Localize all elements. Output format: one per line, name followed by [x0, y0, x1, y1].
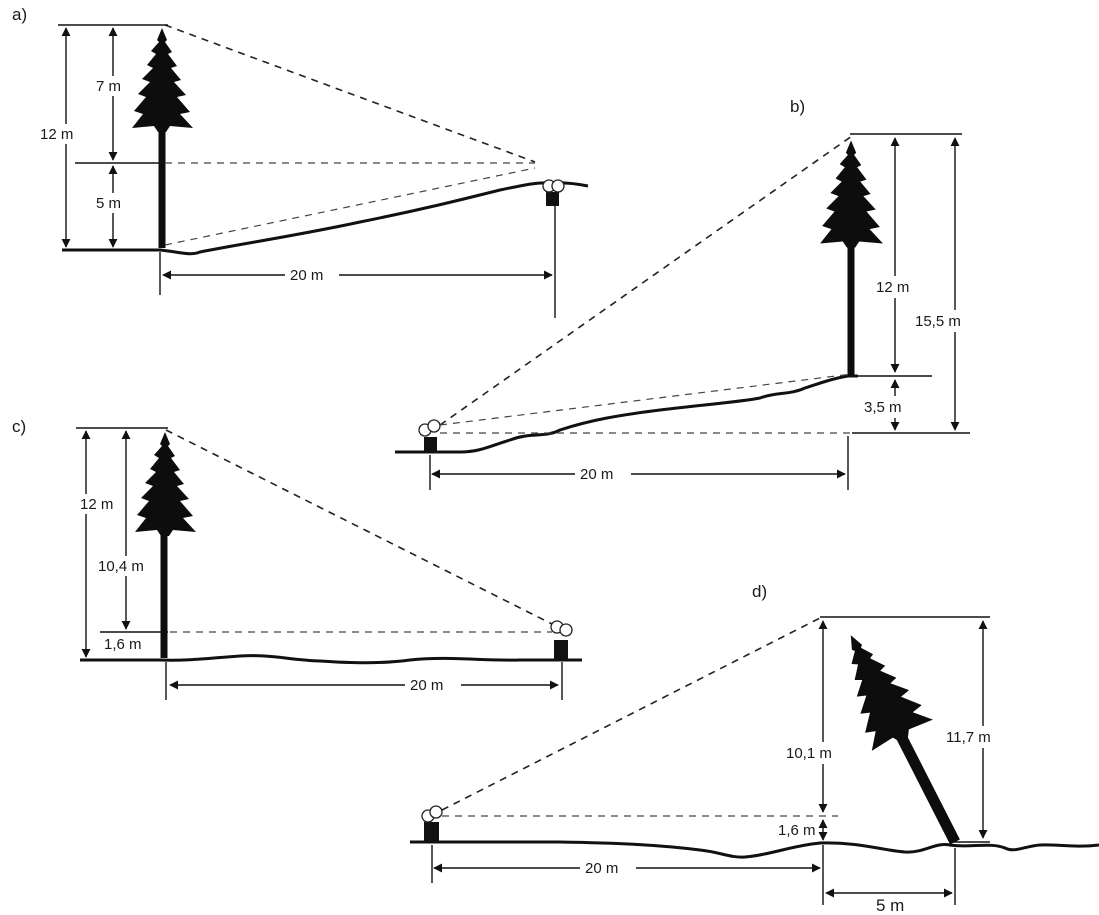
panel-b-distance-label: 20 m: [580, 466, 613, 483]
panel-c: c) 12 m 10,4 m 1,6 m: [12, 417, 582, 700]
panel-b-ground: [395, 374, 858, 454]
panel-b-label: b): [790, 97, 805, 116]
panel-d: d) 10,1 m 1,6 m: [410, 582, 1099, 915]
panel-a-total-height-label: 12 m: [40, 126, 73, 143]
panel-d-ground: [410, 840, 1099, 859]
panel-a-distance-label: 20 m: [290, 267, 323, 284]
panel-c-label: c): [12, 417, 26, 436]
panel-d-label: d): [752, 582, 767, 601]
panel-a-upper-height-label: 7 m: [96, 78, 121, 95]
panel-d-lower-height-label: 1,6 m: [778, 822, 816, 839]
panel-b-upper-height-label: 12 m: [876, 279, 909, 296]
panel-c-instrument-icon: [550, 620, 573, 700]
panel-b-lower-height-label: 3,5 m: [864, 399, 902, 416]
panel-a-sight-line-top: [164, 24, 536, 163]
panel-d-upper-height-label: 10,1 m: [786, 745, 832, 762]
panel-c-distance-label: 20 m: [410, 677, 443, 694]
panel-c-total-height-label: 12 m: [80, 496, 113, 513]
panel-b-total-height-label: 15,5 m: [915, 313, 961, 330]
panel-a-instrument-icon: [542, 179, 565, 318]
panel-d-tree-icon: [820, 619, 960, 845]
panel-b-tree-icon: [820, 140, 883, 376]
panel-a: a) 12 m 7 m 5: [12, 5, 589, 318]
panel-c-upper-height-label: 10,4 m: [98, 558, 144, 575]
panel-c-ground: [80, 654, 582, 665]
panel-b: b) 12 m 3,5 m: [395, 97, 970, 490]
panel-d-instrument-icon: [421, 805, 443, 883]
panel-b-sight-line-base: [439, 373, 853, 426]
panel-d-distance-label: 20 m: [585, 860, 618, 877]
panel-b-sight-line-top: [439, 135, 853, 426]
panel-d-total-height-label: 11,7 m: [946, 729, 991, 746]
panel-a-lower-height-label: 5 m: [96, 195, 121, 212]
panel-c-sight-line-top: [165, 429, 553, 625]
panel-a-tree-icon: [132, 28, 193, 248]
panel-c-tree-icon: [135, 432, 196, 658]
panel-a-ground: [62, 181, 589, 256]
panel-a-sight-line-base: [164, 167, 536, 246]
panel-c-lower-height-label: 1,6 m: [104, 636, 142, 653]
panel-b-instrument-icon: [418, 419, 441, 490]
panel-d-sight-line-top: [441, 617, 821, 811]
panel-a-label: a): [12, 5, 27, 24]
panel-d-lean-label: 5 m: [876, 896, 904, 915]
